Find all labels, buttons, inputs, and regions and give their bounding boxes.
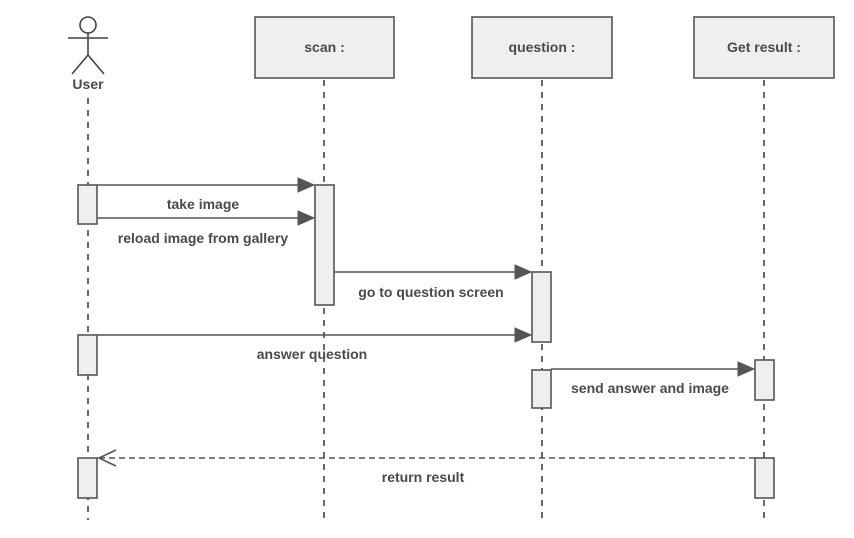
- message-answer-question: [97, 327, 533, 343]
- activation-get-result-1: [754, 359, 775, 401]
- actor-user: User: [68, 16, 108, 92]
- activation-user-2: [77, 334, 98, 376]
- arrowhead-icon: [514, 264, 533, 280]
- activation-user-3: [77, 457, 98, 499]
- message-label-go-to-question-screen: go to question screen: [358, 284, 503, 300]
- participant-get-result: Get result :: [693, 16, 835, 79]
- message-label-take-image: take image: [167, 196, 240, 212]
- participant-box: [254, 16, 395, 79]
- message-return-result: [97, 449, 755, 467]
- open-arrowhead-icon: [97, 449, 117, 467]
- activation-question-2: [531, 369, 552, 409]
- participant-label: question :: [509, 39, 576, 55]
- message-label-reload-image: reload image from gallery: [118, 230, 289, 246]
- participant-label: Get result :: [727, 39, 801, 55]
- arrowhead-icon: [297, 177, 316, 193]
- arrowhead-icon: [737, 361, 756, 377]
- actor-stick-figure-icon: [68, 16, 108, 75]
- actor-label: User: [72, 76, 104, 92]
- message-label-answer-question: answer question: [257, 346, 367, 362]
- participant-label: scan :: [304, 39, 344, 55]
- activation-scan: [314, 184, 335, 306]
- participant-box: [693, 16, 835, 79]
- activation-user-1: [77, 184, 98, 225]
- message-go-to-question-screen: [334, 264, 533, 280]
- participant-scan: scan :: [254, 16, 395, 79]
- message-take-image: [97, 177, 316, 193]
- message-send-answer-and-image: [551, 361, 756, 377]
- activation-get-result-2: [754, 457, 775, 499]
- message-reload-image: [97, 210, 316, 226]
- arrowhead-icon: [297, 210, 316, 226]
- message-label-return-result: return result: [382, 469, 465, 485]
- message-label-send-answer-and-image: send answer and image: [571, 380, 729, 396]
- participant-question: question :: [471, 16, 613, 79]
- activation-question-1: [531, 271, 552, 343]
- participant-box: [471, 16, 613, 79]
- arrowhead-icon: [514, 327, 533, 343]
